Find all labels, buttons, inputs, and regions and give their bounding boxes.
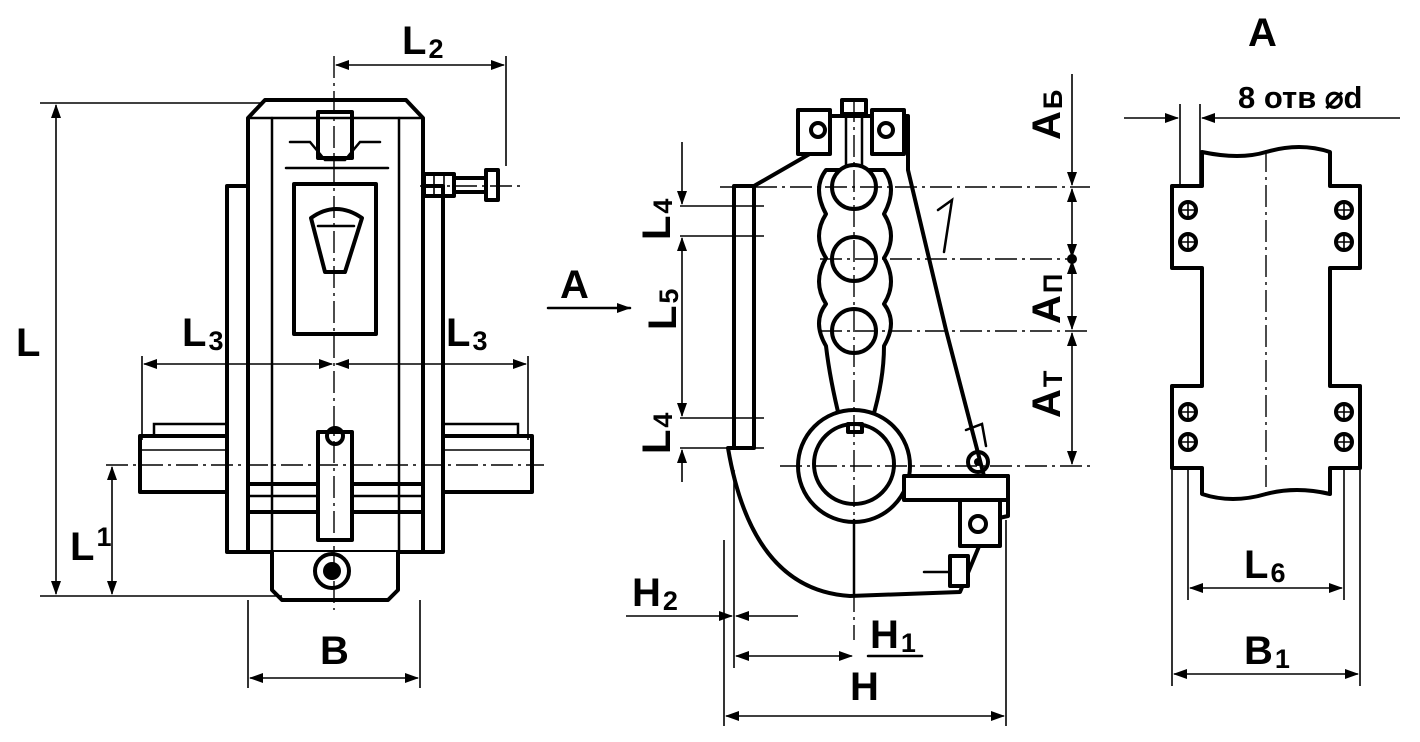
label-L1: L1 [70,522,111,569]
label-B1: B1 [1244,629,1290,674]
label-A-b: AБ [1025,90,1069,140]
left-flange [225,184,251,554]
label-A-p: AП [1025,274,1069,324]
view-a: A 8 отв ⌀d L6 B1 [1124,11,1400,686]
inspection-window [292,182,378,336]
label-L: L [16,321,40,365]
front-view: L L1 L2 L3 L3 B [16,19,544,688]
label-L3-right: L3 [446,311,487,356]
label-L4-bottom: L4 [635,413,679,454]
label-L5: L5 [641,289,685,330]
label-H2: H2 [632,571,678,616]
label-L2: L2 [402,19,443,64]
foot-hole [313,552,351,590]
label-A-t: AТ [1025,370,1069,418]
oil-level-indicator [309,207,364,274]
label-L6: L6 [1244,543,1285,588]
label-L4-top: L4 [635,199,679,240]
side-flange [732,184,756,466]
side-view: A L4 L5 L4 AБ AП AТ H2 H1 H [546,74,1090,726]
mounting-face [1170,145,1362,501]
label-L3-left: L3 [182,311,223,356]
holes-note: 8 отв ⌀d [1238,80,1362,115]
mounting-holes [1178,200,1354,452]
label-H: H [850,665,879,709]
view-a-title: A [1248,11,1277,55]
label-B: B [320,629,349,673]
label-H1: H1 [870,613,916,658]
label-A-view-arrow: A [560,263,589,307]
